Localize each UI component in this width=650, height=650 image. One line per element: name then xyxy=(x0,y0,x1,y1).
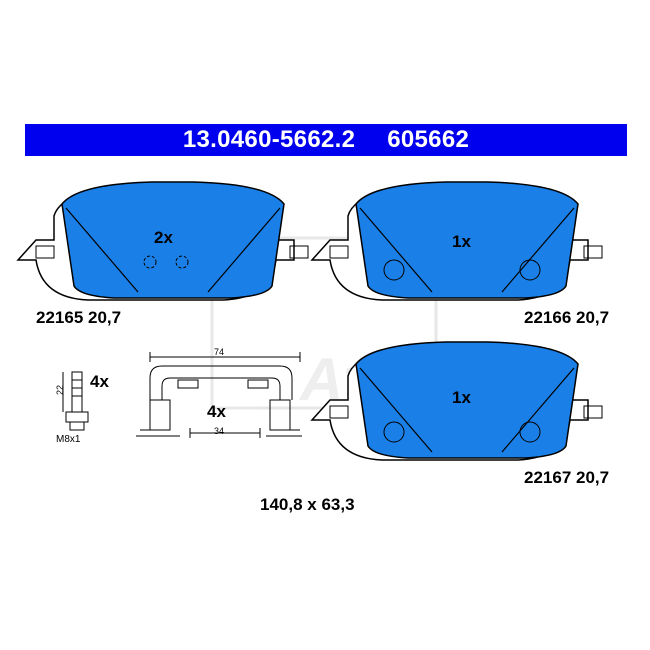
header-banner: 13.0460-5662.2 605662 xyxy=(25,124,627,156)
bolt-thread: M8x1 xyxy=(56,434,81,445)
overall-dimensions: 140,8 x 63,3 xyxy=(260,495,355,514)
pad-label-22165: 22165 20,7 xyxy=(36,308,122,327)
part-number: 13.0460-5662.2 xyxy=(182,126,356,153)
clip-width-top: 74 xyxy=(214,347,225,357)
pad-qty-22167: 1x xyxy=(452,388,471,407)
bolt-length: 22 xyxy=(55,384,66,396)
bolt-qty: 4x xyxy=(90,372,109,391)
brake-pad-22165 xyxy=(16,181,309,301)
pad-label-22167: 22167 20,7 xyxy=(524,468,610,487)
pad-label-22166: 22166 20,7 xyxy=(524,308,610,327)
pad-qty-22166: 1x xyxy=(452,232,471,251)
clip-width-bottom: 34 xyxy=(214,426,225,436)
pad-qty-22165: 2x xyxy=(154,228,173,247)
clip-qty: 4x xyxy=(207,402,226,421)
short-number: 605662 xyxy=(387,126,470,153)
brake-pad-22167 xyxy=(310,341,603,461)
bolt-drawing xyxy=(62,371,89,431)
brake-pad-22166 xyxy=(310,181,603,301)
clip-drawing xyxy=(136,352,302,438)
